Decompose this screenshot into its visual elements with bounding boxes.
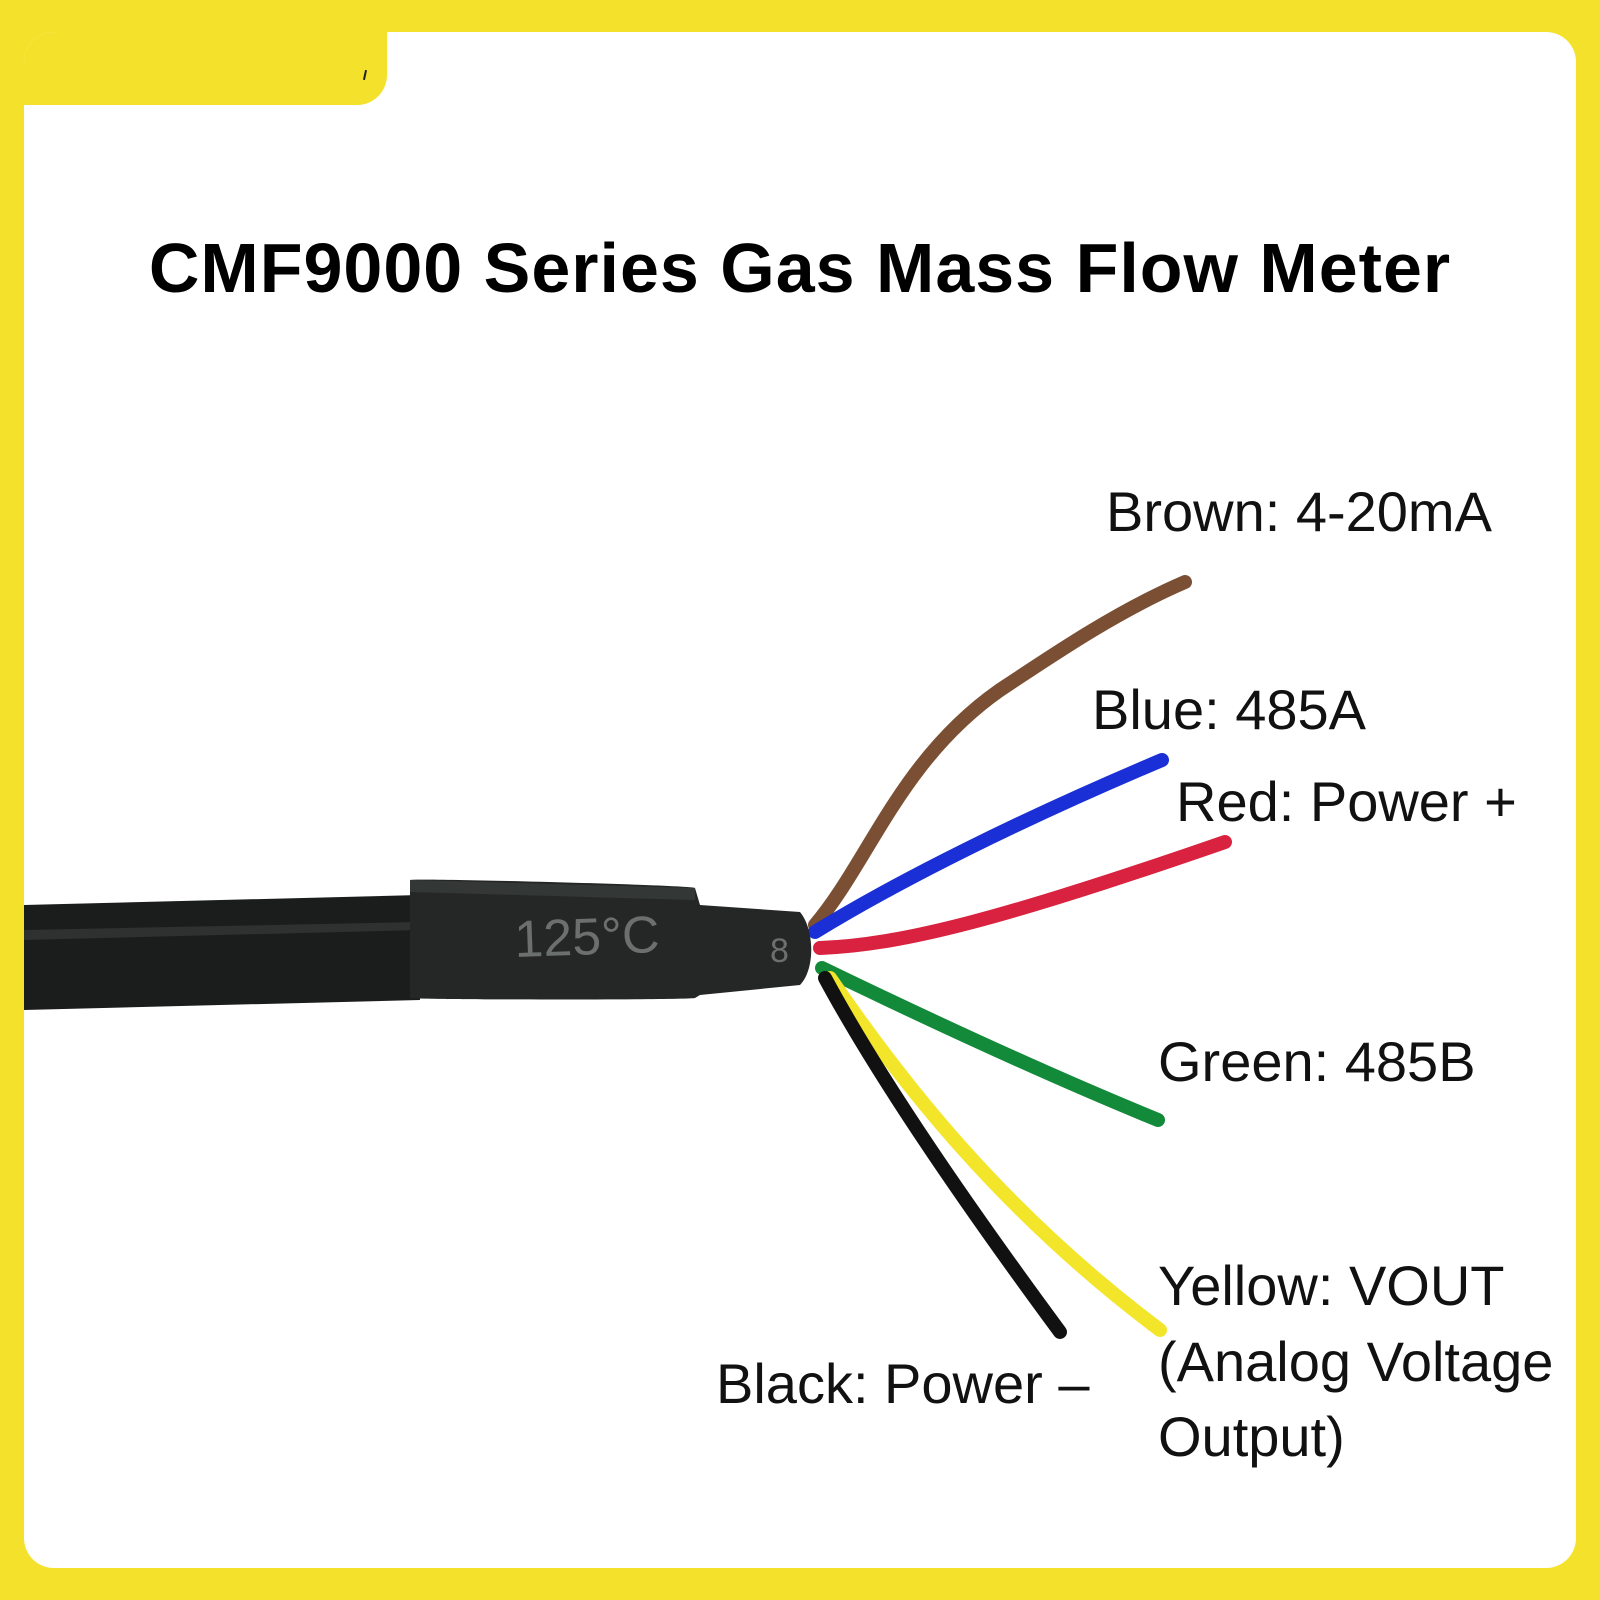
corner-tab <box>24 32 387 105</box>
label-brown: Brown: 4-20mA <box>1106 480 1492 543</box>
wire-red <box>813 835 1232 955</box>
wire-yellow <box>823 971 1167 1337</box>
wire-green <box>815 961 1165 1127</box>
label-blue: Blue: 485A <box>1092 678 1366 741</box>
cable-highlight <box>24 922 420 940</box>
sleeve-shading <box>410 880 695 900</box>
label-yellow: Yellow: VOUT (Analog Voltage Output) <box>1158 1248 1553 1475</box>
cable-sleeve <box>410 879 812 1000</box>
cable-jacket <box>24 895 420 1010</box>
wire-brown <box>808 575 1192 932</box>
wire-black <box>818 971 1067 1339</box>
label-yellow-line3: Output) <box>1158 1405 1345 1469</box>
label-red: Red: Power + <box>1176 770 1517 833</box>
cable-marking: 125°C <box>513 906 660 969</box>
cable-marking-end: 8 <box>770 932 789 970</box>
page-title: CMF9000 Series Gas Mass Flow Meter <box>148 229 1452 307</box>
content-card <box>24 32 1576 1568</box>
label-green: Green: 485B <box>1158 1030 1476 1093</box>
wire-blue <box>808 753 1169 939</box>
label-yellow-line1: Yellow: VOUT <box>1158 1254 1505 1317</box>
label-black: Black: Power – <box>716 1352 1090 1415</box>
label-yellow-line2: (Analog Voltage <box>1158 1329 1554 1393</box>
